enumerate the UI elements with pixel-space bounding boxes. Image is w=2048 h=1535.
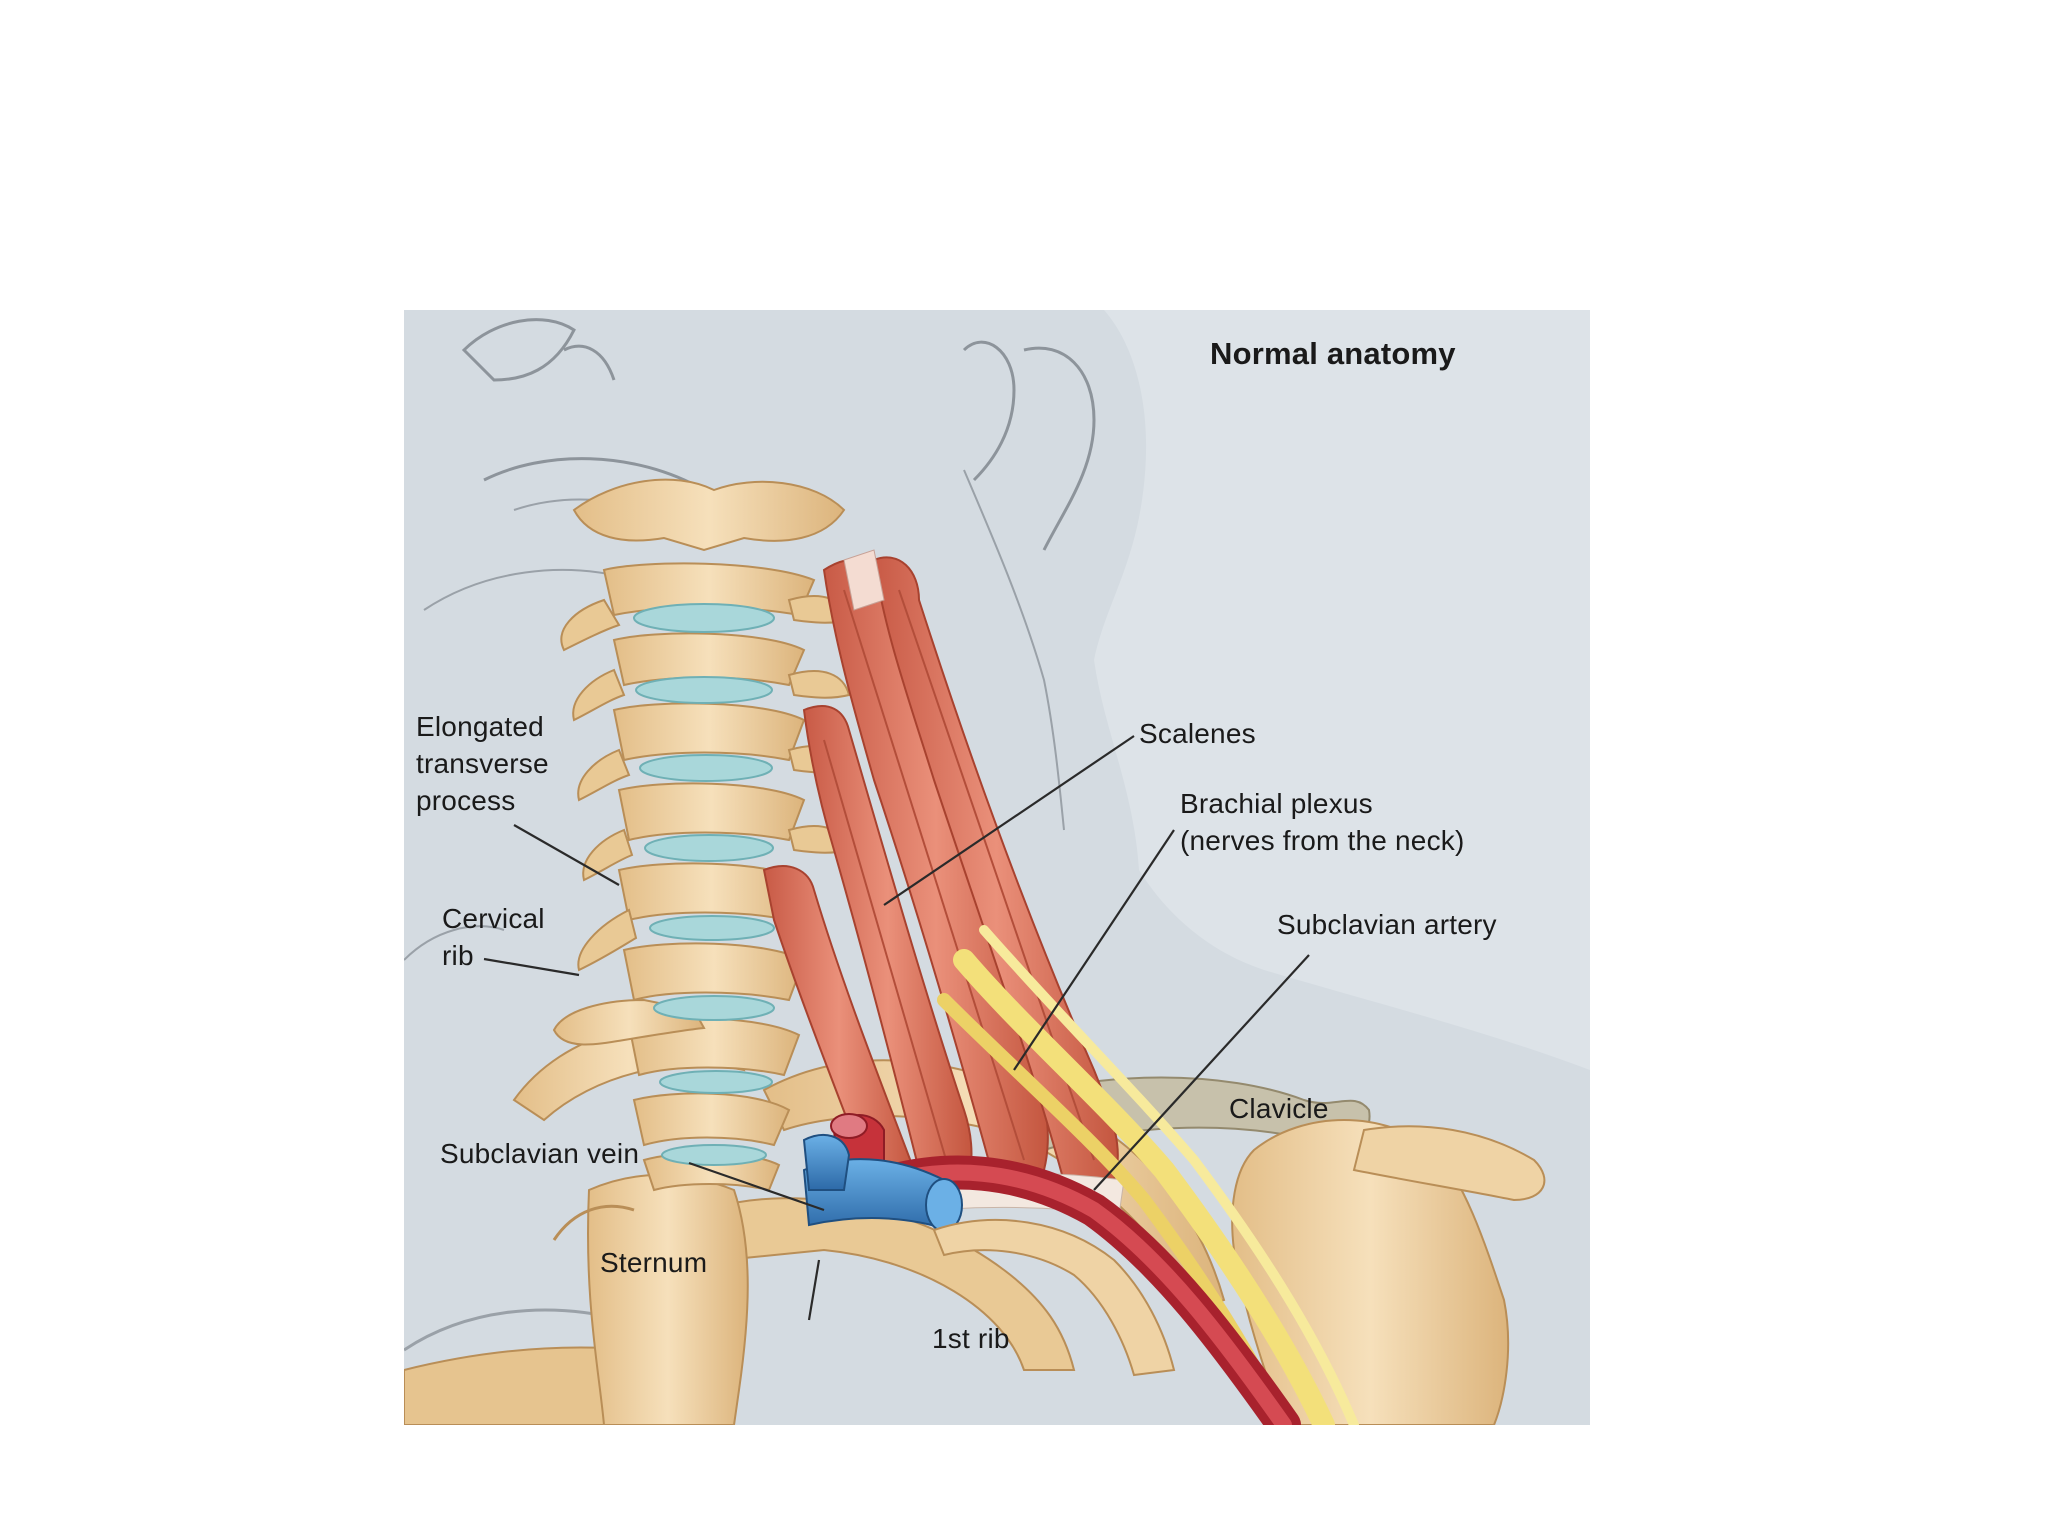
sternum-notch: [552, 1204, 635, 1241]
cervical-spine: [552, 478, 851, 1192]
label-scalenes: Scalenes: [1139, 718, 1256, 749]
leader-subclavian-vein: [688, 1161, 825, 1212]
acromion: [1352, 1125, 1546, 1202]
leader-scalenes: [883, 735, 1135, 906]
label-first-rib: 1st rib: [932, 1323, 1010, 1354]
label-brachial-plexus: Brachial plexus (nerves from the neck): [1180, 788, 1465, 856]
anatomy-illustration: [404, 310, 1590, 1425]
label-clavicle: Clavicle: [1229, 1093, 1329, 1124]
subclavian-vein: [802, 1134, 963, 1232]
label-subclavian-vein: Subclavian vein: [440, 1138, 640, 1169]
first-rib: [932, 1219, 1176, 1377]
anatomy-figure: Normal anatomy Elongated transverse proc…: [404, 310, 1590, 1425]
leader-cervical-rib: [483, 957, 580, 977]
label-sternum: Sternum: [600, 1247, 708, 1278]
label-elongated-transverse-process: Elongated transverse process: [416, 711, 549, 816]
intervertebral-discs: [633, 603, 775, 1166]
leader-lines: [483, 735, 1310, 1321]
leader-first-rib: [807, 1259, 821, 1321]
subclavian-artery: [830, 1113, 1301, 1425]
leader-brachial-plexus: [1013, 829, 1175, 1071]
label-cervical-rib: Cervical rib: [442, 903, 545, 971]
sternum-bone: [587, 1174, 749, 1425]
figure-title: Normal anatomy: [1210, 336, 1456, 371]
scalene-muscles: [762, 549, 1125, 1216]
label-subclavian-artery: Subclavian artery: [1277, 909, 1497, 940]
leader-elongated-transverse-process: [513, 824, 620, 886]
leader-subclavian-artery: [1093, 954, 1310, 1191]
